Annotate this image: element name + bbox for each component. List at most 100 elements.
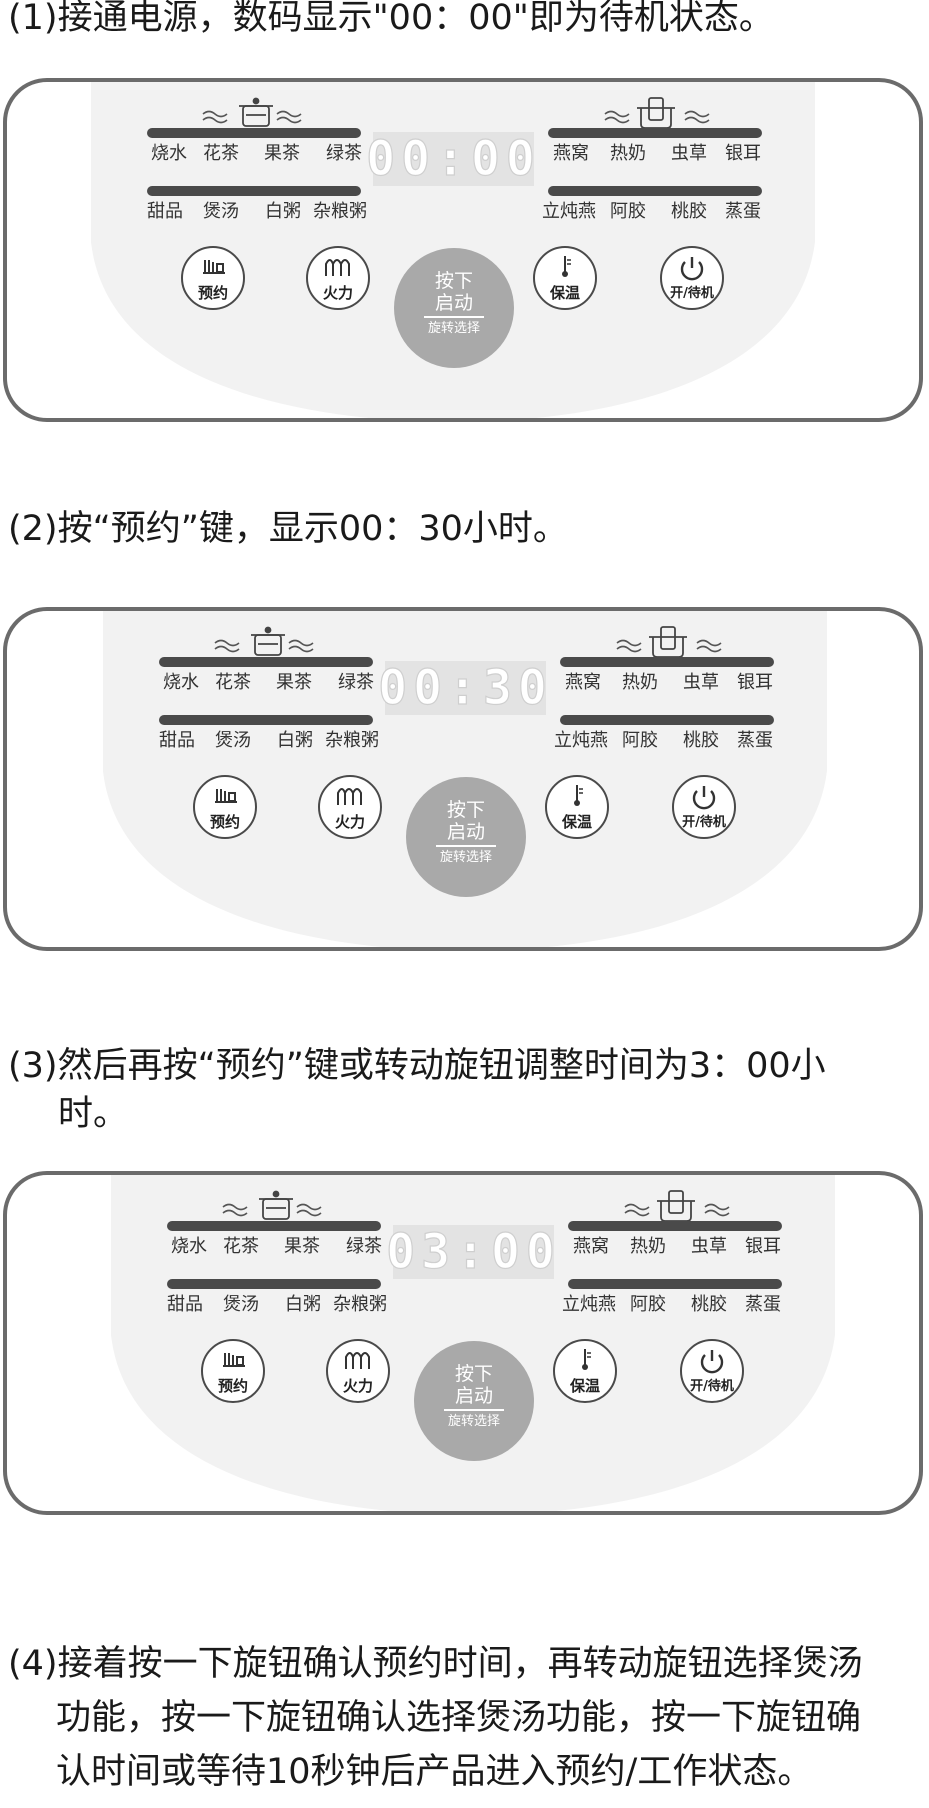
program-label-left-bottom-1: 甜品 <box>159 730 195 751</box>
program-label-right-top-4: 银耳 <box>737 672 773 693</box>
flame-wave-icon <box>345 1352 370 1369</box>
knob-label-start: 启动 <box>446 821 485 843</box>
step-4-line-1: (4)接着按一下旋钮确认预约时间，再转动旋钮选择煲汤 <box>8 1644 863 1684</box>
power-button[interactable]: 开/待机 <box>672 775 736 839</box>
program-label-right-bottom-4: 蒸蛋 <box>745 1294 781 1315</box>
hand-icon <box>203 260 225 274</box>
program-label-right-bottom-2: 阿胶 <box>610 201 646 222</box>
program-label-right-top-1: 燕窝 <box>565 672 601 693</box>
program-label-right-top-1: 燕窝 <box>553 143 589 164</box>
program-label-left-bottom-4: 杂粮粥 <box>325 730 379 751</box>
program-label-right-bottom-1: 立炖燕 <box>562 1294 616 1315</box>
power-button-label: 开/待机 <box>690 1379 734 1394</box>
time-display-value: 00:00 <box>366 130 541 187</box>
power-button-label: 开/待机 <box>682 815 726 830</box>
program-label-right-bottom-3: 桃胶 <box>691 1294 727 1315</box>
keep-warm-button[interactable]: 保温 <box>533 246 597 310</box>
step-3-line-2: 时。 <box>58 1094 129 1134</box>
knob-label-rotate: 旋转选择 <box>439 850 492 865</box>
program-label-right-top-3: 虫草 <box>683 672 719 693</box>
program-label-right-bottom-4: 蒸蛋 <box>737 730 773 751</box>
program-label-right-top-2: 热奶 <box>630 1236 666 1257</box>
step-1-text: (1)接通电源，数码显示"00：00"即为待机状态。 <box>8 0 928 42</box>
program-label-left-top-4: 绿茶 <box>338 672 374 693</box>
knob-label-press: 按下 <box>434 270 473 292</box>
fire-button[interactable]: 火力 <box>318 775 382 839</box>
keep-warm-button[interactable]: 保温 <box>545 775 609 839</box>
knob-divider <box>444 1409 504 1411</box>
knob-label-start: 启动 <box>434 292 473 314</box>
program-label-left-top-3: 果茶 <box>276 672 312 693</box>
program-label-left-bottom-2: 煲汤 <box>223 1294 259 1315</box>
thermometer-icon <box>582 1349 591 1370</box>
step-2-line-1: (2)按“预约”键，显示00：30小时。 <box>8 509 568 549</box>
power-button[interactable]: 开/待机 <box>680 1339 744 1403</box>
power-icon <box>692 786 716 810</box>
knob-label-press: 按下 <box>454 1363 493 1385</box>
program-label-right-top-4: 银耳 <box>725 143 761 164</box>
thermometer-icon <box>562 256 571 277</box>
flame-wave-icon <box>325 259 350 276</box>
keep-warm-button-label: 保温 <box>561 813 592 831</box>
step-4-line-3: 认时间或等待10秒钟后产品进入预约/工作状态。 <box>56 1752 813 1792</box>
knob-label-press: 按下 <box>446 799 485 821</box>
program-label-left-bottom-3: 白粥 <box>285 1294 321 1315</box>
start-knob[interactable]: 按下 启动 旋转选择 <box>414 1341 534 1461</box>
program-label-right-bottom-2: 阿胶 <box>630 1294 666 1315</box>
program-label-right-bottom-2: 阿胶 <box>622 730 658 751</box>
thermometer-icon <box>574 785 583 806</box>
program-label-left-top-4: 绿茶 <box>326 143 362 164</box>
program-label-left-top-1: 烧水 <box>171 1236 207 1257</box>
fire-button[interactable]: 火力 <box>306 246 370 310</box>
reserve-button[interactable]: 预约 <box>201 1339 265 1403</box>
step-3-line-1: (3)然后再按“预约”键或转动旋钮调整时间为3：00小 <box>8 1046 826 1086</box>
program-label-right-top-3: 虫草 <box>691 1236 727 1257</box>
program-label-right-top-2: 热奶 <box>610 143 646 164</box>
program-label-left-bottom-1: 甜品 <box>147 201 183 222</box>
knob-label-rotate: 旋转选择 <box>427 321 480 336</box>
program-label-left-top-2: 花茶 <box>223 1236 259 1257</box>
program-label-right-top-1: 燕窝 <box>573 1236 609 1257</box>
reserve-button[interactable]: 预约 <box>193 775 257 839</box>
power-button[interactable]: 开/待机 <box>660 246 724 310</box>
program-label-left-bottom-2: 煲汤 <box>215 730 251 751</box>
power-button-label: 开/待机 <box>670 286 714 301</box>
fire-button-label: 火力 <box>334 813 365 831</box>
power-icon <box>680 257 704 281</box>
program-label-left-top-1: 烧水 <box>151 143 187 164</box>
reserve-button[interactable]: 预约 <box>181 246 245 310</box>
fire-button-label: 火力 <box>342 1377 373 1395</box>
time-display: 00:00 <box>366 130 536 187</box>
program-label-right-bottom-3: 桃胶 <box>671 201 707 222</box>
keep-warm-button-label: 保温 <box>549 284 580 302</box>
program-label-right-bottom-1: 立炖燕 <box>554 730 608 751</box>
step-3-text: (3)然后再按“预约”键或转动旋钮调整时间为3：00小 时。 <box>8 1042 928 1138</box>
program-label-left-bottom-2: 煲汤 <box>203 201 239 222</box>
program-label-right-top-2: 热奶 <box>622 672 658 693</box>
hand-icon <box>223 1353 245 1367</box>
step-4-line-2: 功能，按一下旋钮确认选择煲汤功能，按一下旋钮确 <box>56 1698 862 1738</box>
start-knob[interactable]: 按下 启动 旋转选择 <box>406 777 526 897</box>
program-label-right-top-4: 银耳 <box>745 1236 781 1257</box>
program-label-left-bottom-3: 白粥 <box>265 201 301 222</box>
time-display: 00:30 <box>378 659 548 716</box>
step-1-line-1: (1)接通电源，数码显示"00：00"即为待机状态。 <box>8 0 774 38</box>
reserve-button-label: 预约 <box>209 813 240 831</box>
knob-divider <box>424 316 484 318</box>
program-label-left-top-3: 果茶 <box>264 143 300 164</box>
program-label-right-bottom-4: 蒸蛋 <box>725 201 761 222</box>
time-display: 03:00 <box>386 1223 556 1280</box>
keep-warm-button[interactable]: 保温 <box>553 1339 617 1403</box>
program-label-left-bottom-1: 甜品 <box>167 1294 203 1315</box>
start-knob[interactable]: 按下 启动 旋转选择 <box>394 248 514 368</box>
step-4-text: (4)接着按一下旋钮确认预约时间，再转动旋钮选择煲汤 功能，按一下旋钮确认选择煲… <box>8 1637 928 1799</box>
program-label-left-top-1: 烧水 <box>163 672 199 693</box>
program-label-right-bottom-3: 桃胶 <box>683 730 719 751</box>
fire-button[interactable]: 火力 <box>326 1339 390 1403</box>
knob-divider <box>436 845 496 847</box>
program-label-left-top-3: 果茶 <box>284 1236 320 1257</box>
reserve-button-label: 预约 <box>217 1377 248 1395</box>
reserve-button-label: 预约 <box>197 284 228 302</box>
